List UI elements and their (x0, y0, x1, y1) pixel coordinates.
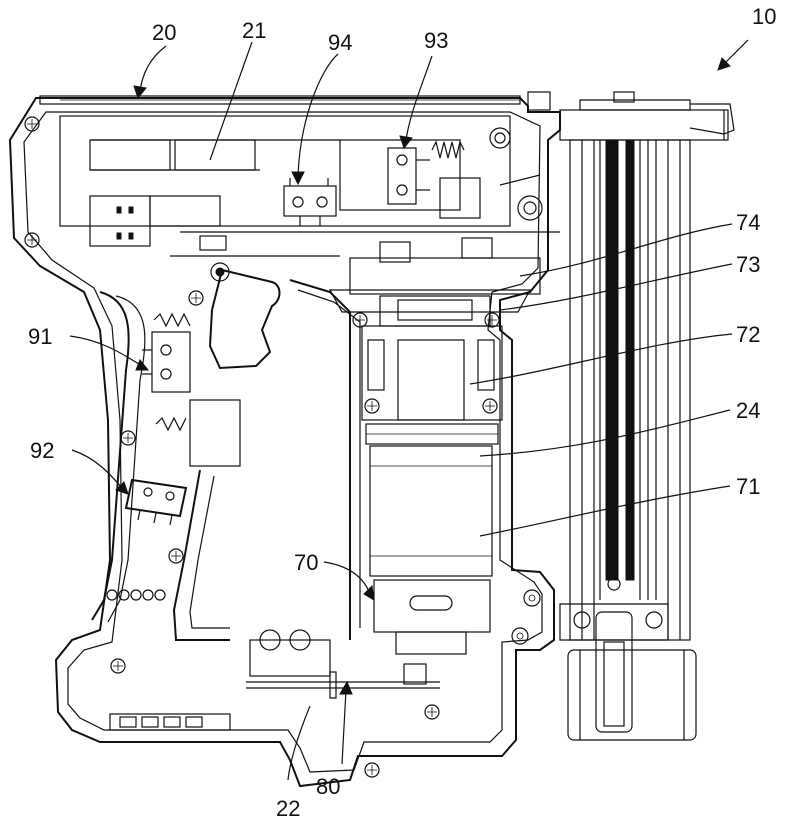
ref-label-71: 71 (736, 474, 760, 499)
ref-label-24: 24 (736, 398, 760, 423)
ref-label-74: 74 (736, 210, 760, 235)
ref-label-94: 94 (328, 30, 352, 55)
ref-label-10: 10 (752, 4, 776, 29)
ref-label-92: 92 (30, 438, 54, 463)
ref-label-70: 70 (294, 550, 318, 575)
contact-row (106, 589, 166, 601)
ref-label-22: 22 (276, 796, 300, 821)
ref-label-73: 73 (736, 252, 760, 277)
motor-71 (369, 445, 493, 577)
ref-label-20: 20 (152, 20, 176, 45)
switch-92 (124, 478, 188, 526)
upper-frame (59, 115, 560, 257)
ref-label-80: 80 (316, 774, 340, 799)
gearbox-72 (361, 325, 503, 421)
ref-label-91: 91 (28, 324, 52, 349)
coupling-24 (365, 423, 499, 445)
reference-labels: 10 20 21 94 93 74 73 72 24 71 91 92 70 2… (28, 4, 776, 821)
magazine (559, 91, 735, 741)
screws (24, 116, 541, 778)
switch-94 (283, 178, 337, 226)
motor-mount-70 (373, 579, 491, 655)
leader-lines (69, 39, 749, 781)
switch-93 (387, 127, 543, 221)
ref-label-21: 21 (242, 18, 266, 43)
lower-drive (109, 629, 440, 731)
ref-label-93: 93 (424, 28, 448, 53)
ref-label-72: 72 (736, 322, 760, 347)
switch-91 (142, 312, 241, 467)
bearing-73 (379, 295, 491, 327)
gear-housing-74 (328, 237, 541, 313)
trigger (208, 262, 281, 370)
